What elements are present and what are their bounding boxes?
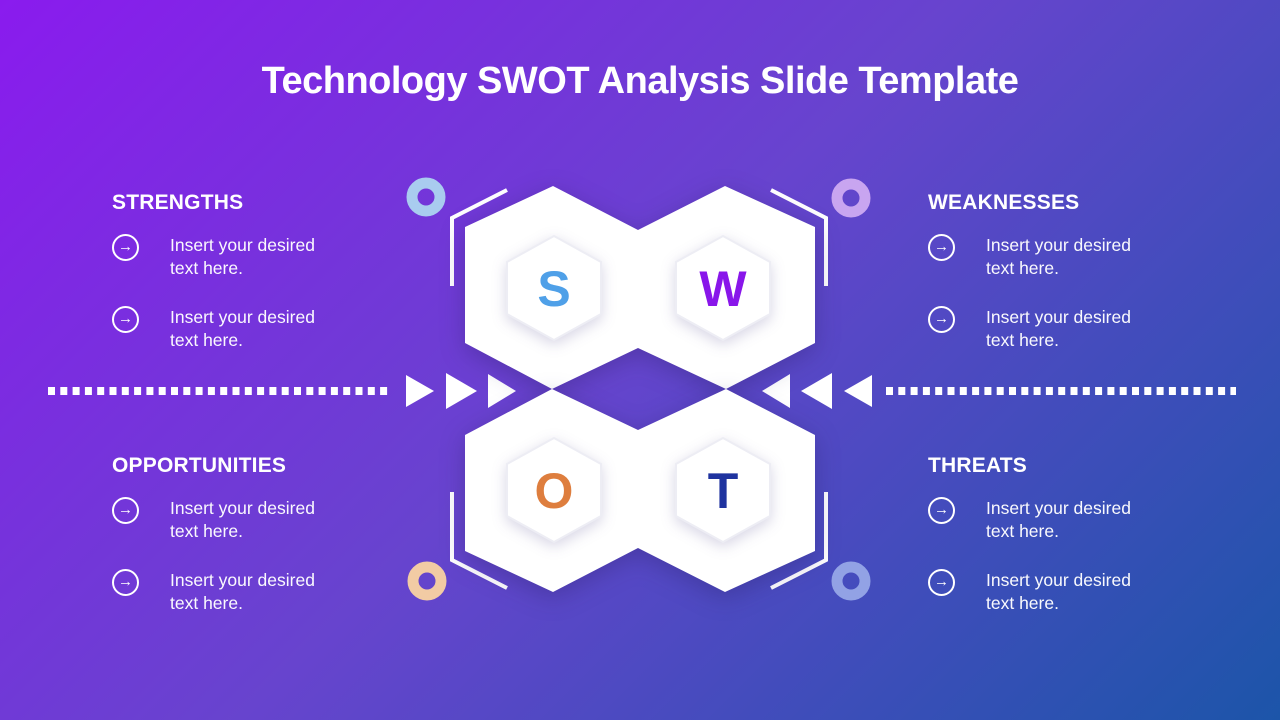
text-line: text here. xyxy=(170,593,243,613)
placeholder-text: Insert your desired text here. xyxy=(170,569,315,615)
text-line: Insert your desired xyxy=(170,570,315,590)
arrow-glyph: → xyxy=(118,238,133,255)
placeholder-text: Insert your desired text here. xyxy=(986,306,1131,352)
letter-s: S xyxy=(537,261,570,317)
arrow-glyph: → xyxy=(118,573,133,590)
triangle-right-icon xyxy=(446,373,477,409)
arrow-glyph: → xyxy=(934,573,949,590)
quadrant-strengths-title: STRENGTHS xyxy=(112,191,244,214)
text-line: text here. xyxy=(170,521,243,541)
circle-arrow-icon: → xyxy=(928,234,955,261)
arrow-glyph: → xyxy=(934,501,949,518)
arrow-glyph: → xyxy=(118,501,133,518)
placeholder-text: Insert your desired text here. xyxy=(170,497,315,543)
circle-arrow-icon: → xyxy=(112,234,139,261)
letter-o: O xyxy=(535,463,574,519)
arrow-triangles-right xyxy=(762,373,872,409)
circle-arrow-icon: → xyxy=(112,306,139,333)
bracket-bottom-left xyxy=(450,492,508,590)
quadrant-strengths: STRENGTHS → Insert your desired text her… xyxy=(112,190,412,352)
list-item: → Insert your desired text here. xyxy=(928,306,1228,352)
bracket-top-right xyxy=(770,188,828,286)
quadrant-weaknesses: WEAKNESSES → Insert your desired text he… xyxy=(928,190,1228,352)
text-line: Insert your desired xyxy=(170,235,315,255)
bracket-bottom-right xyxy=(770,492,828,590)
circle-arrow-icon: → xyxy=(112,497,139,524)
text-line: text here. xyxy=(986,330,1059,350)
triangle-right-icon xyxy=(488,374,516,408)
text-line: text here. xyxy=(986,593,1059,613)
circle-arrow-icon: → xyxy=(112,569,139,596)
placeholder-text: Insert your desired text here. xyxy=(986,569,1131,615)
text-line: text here. xyxy=(170,258,243,278)
letter-t: T xyxy=(708,463,739,519)
letter-w: W xyxy=(699,261,747,317)
ring-bottom-right xyxy=(831,561,871,601)
quadrant-threats: THREATS → Insert your desired text here.… xyxy=(928,453,1228,615)
list-item: → Insert your desired text here. xyxy=(928,569,1228,615)
list-item: → Insert your desired text here. xyxy=(112,306,412,352)
quadrant-weaknesses-title: WEAKNESSES xyxy=(928,191,1080,214)
text-line: text here. xyxy=(170,330,243,350)
list-item: → Insert your desired text here. xyxy=(112,234,412,280)
circle-arrow-icon: → xyxy=(928,497,955,524)
triangle-right-icon xyxy=(406,375,434,407)
placeholder-text: Insert your desired text here. xyxy=(170,234,315,280)
circle-arrow-icon: → xyxy=(928,306,955,333)
ring-top-left xyxy=(406,177,446,217)
text-line: text here. xyxy=(986,258,1059,278)
arrow-triangles-left xyxy=(406,373,516,409)
text-line: Insert your desired xyxy=(986,235,1131,255)
list-item: → Insert your desired text here. xyxy=(112,569,412,615)
bracket-top-left xyxy=(450,188,508,286)
circle-arrow-icon: → xyxy=(928,569,955,596)
triangle-left-icon xyxy=(844,375,872,407)
text-line: Insert your desired xyxy=(170,307,315,327)
text-line: Insert your desired xyxy=(170,498,315,518)
placeholder-text: Insert your desired text here. xyxy=(986,234,1131,280)
ring-top-right xyxy=(831,178,871,218)
quadrant-opportunities: OPPORTUNITIES → Insert your desired text… xyxy=(112,453,412,615)
list-item: → Insert your desired text here. xyxy=(928,497,1228,543)
triangle-left-icon xyxy=(762,374,790,408)
ring-bottom-left xyxy=(407,561,447,601)
arrow-glyph: → xyxy=(934,238,949,255)
list-item: → Insert your desired text here. xyxy=(928,234,1228,280)
text-line: Insert your desired xyxy=(986,307,1131,327)
triangle-left-icon xyxy=(801,373,832,409)
hexagon-s xyxy=(506,234,602,342)
arrow-glyph: → xyxy=(118,310,133,327)
placeholder-text: Insert your desired text here. xyxy=(170,306,315,352)
text-line: text here. xyxy=(986,521,1059,541)
slide-title: Technology SWOT Analysis Slide Template xyxy=(261,60,1019,102)
quadrant-opportunities-title: OPPORTUNITIES xyxy=(112,454,287,477)
hexagon-o xyxy=(506,436,602,544)
placeholder-text: Insert your desired text here. xyxy=(986,497,1131,543)
text-line: Insert your desired xyxy=(986,570,1131,590)
quadrant-threats-title: THREATS xyxy=(928,454,1028,477)
hexagon-t xyxy=(675,436,771,544)
hexagon-w xyxy=(675,234,771,342)
arrow-glyph: → xyxy=(934,310,949,327)
list-item: → Insert your desired text here. xyxy=(112,497,412,543)
text-line: Insert your desired xyxy=(986,498,1131,518)
